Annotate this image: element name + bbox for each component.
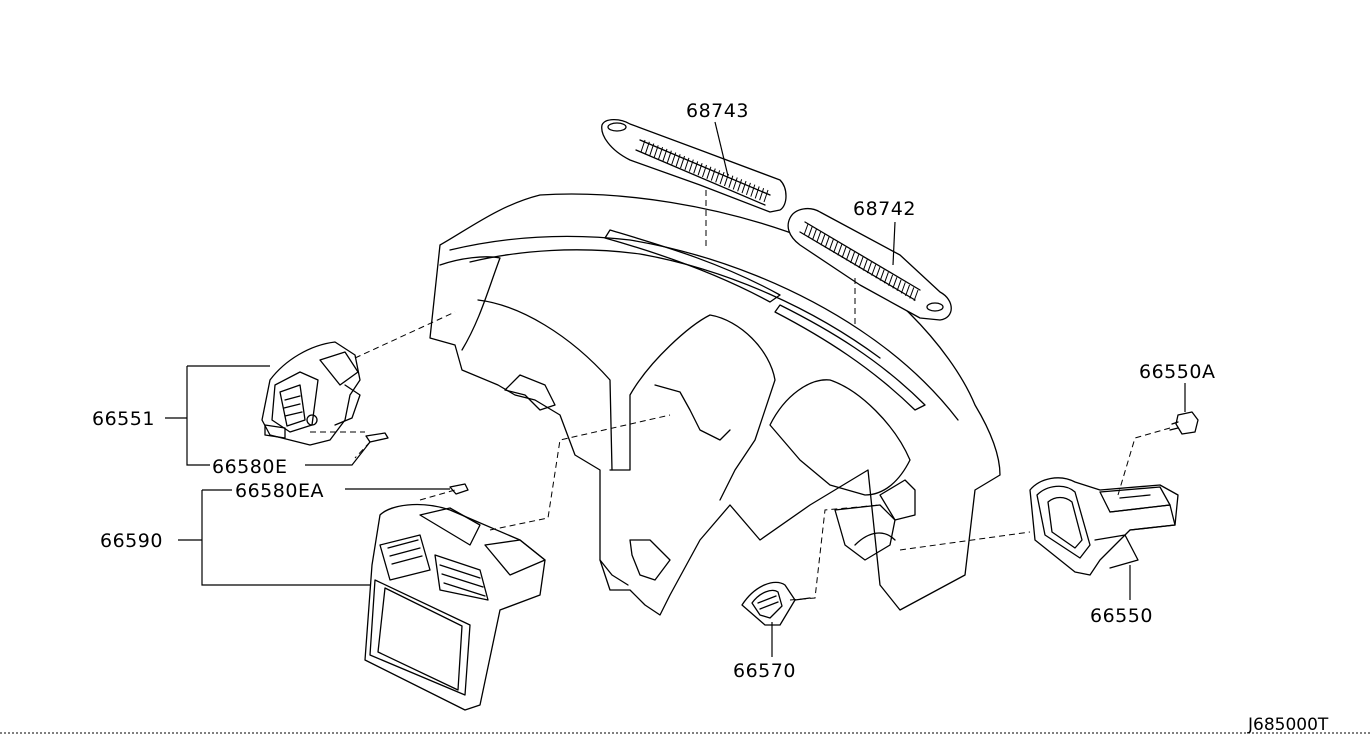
grille-slat xyxy=(845,249,851,261)
part-label-66580EA: 66580EA xyxy=(235,480,324,502)
grille-slat xyxy=(850,251,856,264)
grille-slat xyxy=(737,179,743,192)
grille-slat xyxy=(896,279,902,292)
grille-slat xyxy=(900,282,906,294)
part-label-66580E: 66580E xyxy=(212,456,287,478)
grille-slat xyxy=(741,180,747,194)
grille-slat xyxy=(828,239,834,251)
instrument-panel xyxy=(429,193,1001,616)
grille-slat xyxy=(719,171,725,185)
part-label-66551: 66551 xyxy=(92,408,155,430)
part-label-66570: 66570 xyxy=(733,660,796,682)
grille-slat xyxy=(754,186,760,199)
part-label-68743: 68743 xyxy=(686,100,749,122)
grille-slat xyxy=(816,231,822,243)
part-label-66550A: 66550A xyxy=(1139,361,1215,383)
grille-slat xyxy=(862,259,868,271)
assembly-dashed-lines xyxy=(310,190,1171,601)
defroster-grille-68742 xyxy=(787,207,952,321)
grille-slat xyxy=(732,177,738,190)
grille-slat xyxy=(706,166,712,179)
part-label-66590: 66590 xyxy=(100,530,163,552)
center-vent-66570 xyxy=(741,581,811,626)
grille-slat xyxy=(803,223,809,236)
grille-slat xyxy=(871,264,877,276)
grille-slat xyxy=(879,269,885,281)
part-label-66550: 66550 xyxy=(1090,605,1153,627)
grille-slat xyxy=(710,168,716,181)
grille-slat xyxy=(833,241,839,253)
grille-slat xyxy=(854,254,860,266)
grille-slat xyxy=(750,184,756,197)
grille-slat xyxy=(892,277,898,289)
grille-slat xyxy=(763,189,769,203)
grille-slat xyxy=(875,266,881,279)
clip-66580EA xyxy=(449,483,469,495)
grille-slat xyxy=(702,164,707,178)
grille-slat xyxy=(807,226,813,238)
side-vent-66551 xyxy=(261,341,361,446)
grille-slat xyxy=(820,233,826,246)
center-vent-bezel-66590 xyxy=(364,503,546,711)
grille-slat xyxy=(837,244,843,256)
screw-66550A xyxy=(1169,411,1199,435)
grille-slat xyxy=(728,175,734,188)
grille-slat xyxy=(913,289,919,302)
grille-slat xyxy=(866,261,872,274)
grille-slat xyxy=(888,274,894,286)
grille-slat xyxy=(841,246,847,259)
grille-slat xyxy=(858,256,864,269)
side-vent-66550 xyxy=(1029,477,1179,576)
grille-slat xyxy=(745,182,751,196)
part-label-68742: 68742 xyxy=(853,198,916,220)
grille-slat xyxy=(715,170,721,183)
defroster-grille-68743 xyxy=(601,118,787,213)
clip-66580E xyxy=(365,432,389,443)
leader-lines xyxy=(165,121,1186,657)
grille-slat xyxy=(759,188,765,201)
grille-slat xyxy=(697,163,703,176)
grille-slat xyxy=(824,236,830,248)
grille-slat xyxy=(905,284,911,297)
grille-slat xyxy=(909,287,915,299)
grille-slat xyxy=(693,161,699,174)
diagram-reference-code: J685000T xyxy=(1247,715,1329,735)
grille-slat xyxy=(811,228,817,241)
grille-slat xyxy=(883,272,889,284)
